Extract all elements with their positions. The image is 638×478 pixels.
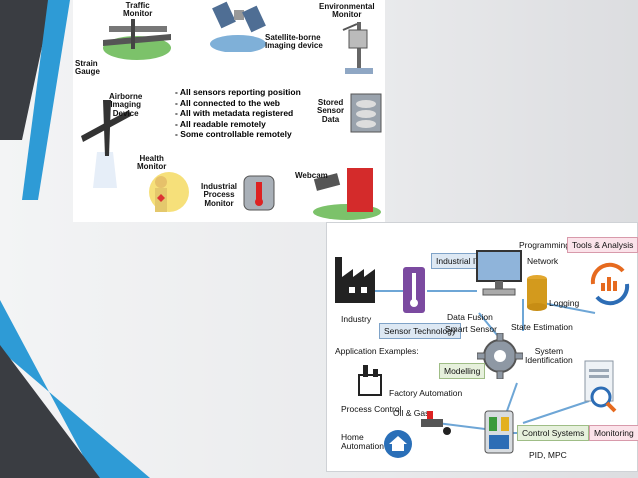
webcam-label: Webcam: [295, 171, 328, 180]
network-label: Network: [527, 256, 559, 266]
oil-gas-label: Oil & Gas: [393, 408, 430, 418]
thermometer-icon: [403, 267, 425, 313]
stored-data-icon: [350, 93, 382, 133]
connector-lines: [375, 290, 596, 434]
health-monitor-label: Health Monitor: [137, 154, 167, 172]
bullet-item: - Some controllable remotely: [175, 129, 292, 139]
bullet-item: - All connected to the web: [175, 97, 280, 108]
oil-valve-icon: [421, 411, 451, 435]
pid-mpc-label: PID, MPC: [529, 450, 567, 460]
bullet-item: - All with metadata registered: [175, 108, 294, 118]
bullet-item: - All readable remotely: [175, 118, 266, 129]
traffic-monitor-icon: [103, 19, 171, 60]
logging-label: Logging: [549, 298, 580, 308]
monitoring-report-icon: [584, 360, 617, 413]
tools-analysis-tag: Tools & Analysis: [567, 237, 638, 253]
industrial-process-label: Industrial Process Monitor: [201, 182, 238, 208]
process-control-icon: [358, 365, 382, 396]
application-examples-label: Application Examples:: [335, 346, 419, 356]
satellite-icon: [210, 1, 266, 52]
webcam-icon: [313, 168, 381, 220]
home-icon: [384, 430, 412, 458]
industrial-process-icon: [243, 175, 275, 211]
stored-sensor-data-label: Stored Sensor Data: [317, 98, 345, 124]
industrial-sensing-diagram: Industry Sensor Technology Industrial IT…: [326, 222, 638, 472]
airborne-device-icon: [81, 100, 131, 188]
control-unit-icon: [484, 410, 514, 454]
gear-icon: [477, 333, 523, 379]
smart-sensor-label: Smart Sensor: [445, 324, 497, 334]
environmental-monitor-icon: [342, 22, 373, 74]
sensor-technology-tag: Sensor Technology: [379, 323, 462, 339]
system-identification-label: System Identification: [525, 346, 573, 365]
analytics-cycle-icon: [590, 262, 630, 306]
industry-label: Industry: [341, 314, 372, 324]
computer-icon: [476, 250, 522, 296]
process-control-label: Process Control: [341, 404, 402, 414]
factory-icon: [335, 257, 375, 303]
satellite-imaging-label: Satellite-borne Imaging device: [265, 33, 323, 51]
state-estimation-label: State Estimation: [511, 322, 573, 332]
data-fusion-label: Data Fusion: [447, 312, 493, 322]
factory-automation-label: Factory Automation: [389, 388, 463, 398]
traffic-monitor-label: Traffic Monitor: [123, 1, 153, 19]
strain-gauge-label: Strain Gauge: [75, 59, 100, 77]
home-automation-label: Home Automation: [341, 432, 384, 451]
monitoring-tag: Monitoring: [589, 425, 638, 441]
programming-label: Programming: [519, 240, 571, 250]
sensor-web-diagram: Traffic Monitor Satellite-borne Imaging …: [73, 0, 385, 222]
airborne-imaging-label: Airborne Imaging Device: [109, 92, 143, 118]
bullet-item: - All sensors reporting position: [175, 87, 301, 97]
database-icon: [527, 275, 547, 311]
modelling-tag: Modelling: [439, 363, 486, 379]
control-systems-tag: Control Systems: [517, 425, 590, 441]
sensor-properties-list: - All sensors reporting position - All c…: [175, 87, 301, 140]
health-monitor-icon: [149, 172, 189, 212]
environmental-monitor-label: Environmental Monitor: [319, 2, 375, 20]
